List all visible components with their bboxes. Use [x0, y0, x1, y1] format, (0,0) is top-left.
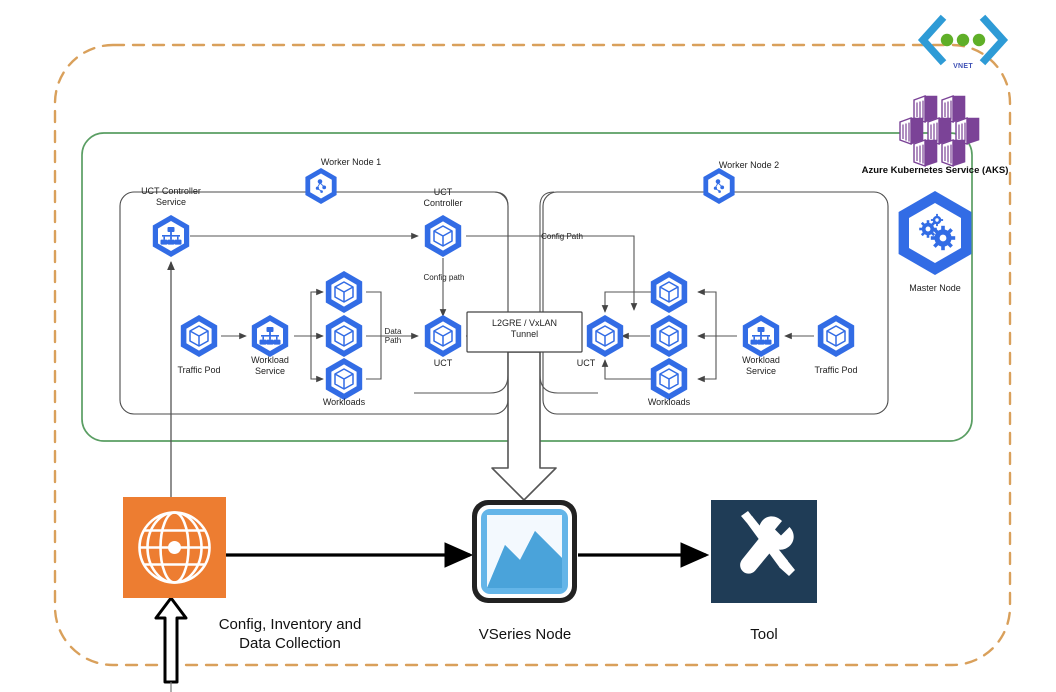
edge-ctrl-to-node2-config: [466, 235, 638, 311]
worker1-config-path-label: Config path: [423, 273, 465, 282]
tunnel-box: [466, 311, 583, 353]
uct-controller-label: UCT Controller: [423, 187, 463, 208]
worker-node-1-title: Worker Node 1: [320, 157, 382, 167]
worker1-workload-service-icon[interactable]: [251, 315, 289, 357]
uct-controller-service-label: UCT Controller Service: [141, 186, 201, 207]
worker2-workload-3-icon[interactable]: [650, 358, 688, 400]
riser-node2-top: [539, 191, 555, 352]
worker2-config-path-label: Config Path: [541, 232, 583, 241]
outer-network-boundary: [53, 43, 1012, 667]
tool-label: Tool: [750, 626, 778, 643]
worker2-traffic-pod-label: Traffic Pod: [814, 365, 858, 375]
uct-controller-service-icon[interactable]: [152, 215, 190, 257]
worker-node-2-title: Worker Node 2: [718, 160, 780, 170]
vnet-label: VNET: [953, 63, 973, 70]
config-inventory-tile[interactable]: [123, 497, 226, 598]
tool-tile[interactable]: [711, 500, 817, 603]
worker-node-2-badge-icon[interactable]: [703, 168, 735, 204]
worker-node-1-badge-icon[interactable]: [305, 168, 337, 204]
edge-workloads-to-uct-2: [601, 291, 652, 313]
worker1-traffic-pod-label: Traffic Pod: [177, 365, 221, 375]
vnet-icon: [917, 14, 1009, 66]
worker1-workload-2-icon[interactable]: [325, 315, 363, 357]
vseries-chart-icon: [487, 515, 562, 588]
vseries-node-label: VSeries Node: [478, 626, 572, 643]
globe-grid-icon: [138, 511, 211, 584]
edge-workloads-bot-to-uct-2: [601, 359, 652, 380]
config-inventory-label: Config, Inventory and Data Collection: [218, 616, 362, 653]
worker2-workload-2-icon[interactable]: [650, 315, 688, 357]
worker2-workloads-label: Workloads: [647, 397, 691, 407]
worker2-workload-service-label: Workload Service: [742, 355, 780, 376]
edge-wlsvc-fanout-1: [294, 291, 321, 380]
wrench-screwdriver-icon: [740, 511, 795, 576]
worker2-workload-service-icon[interactable]: [742, 315, 780, 357]
worker1-workload-service-label: Workload Service: [251, 355, 289, 376]
master-node-icon[interactable]: [898, 191, 972, 275]
master-node-label: Master Node: [909, 283, 961, 293]
worker2-workload-1-icon[interactable]: [650, 271, 688, 313]
collection-up-arrow: [154, 596, 188, 684]
tunnel-to-vseries-arrow: [491, 351, 557, 501]
worker1-workloads-label: Workloads: [322, 397, 366, 407]
aks-hex-cluster-icon: [899, 95, 980, 167]
worker1-uct-label: UCT: [433, 358, 453, 368]
riser-node1-top: [493, 191, 509, 352]
worker1-data-path-label: Data Path: [384, 327, 402, 346]
worker1-traffic-pod-icon[interactable]: [180, 315, 218, 357]
worker1-workload-3-icon[interactable]: [325, 358, 363, 400]
worker1-uct-icon[interactable]: [424, 315, 462, 357]
aks-service-label: Azure Kubernetes Service (AKS): [861, 165, 1009, 176]
worker2-uct-label: UCT: [576, 358, 596, 368]
vseries-node-tile[interactable]: [472, 500, 577, 603]
worker1-workload-1-icon[interactable]: [325, 271, 363, 313]
worker2-traffic-pod-icon[interactable]: [817, 315, 855, 357]
worker2-uct-icon[interactable]: [586, 315, 624, 357]
tunnel-label: L2GRE / VxLAN Tunnel: [491, 318, 558, 339]
uct-controller-icon[interactable]: [424, 215, 462, 257]
